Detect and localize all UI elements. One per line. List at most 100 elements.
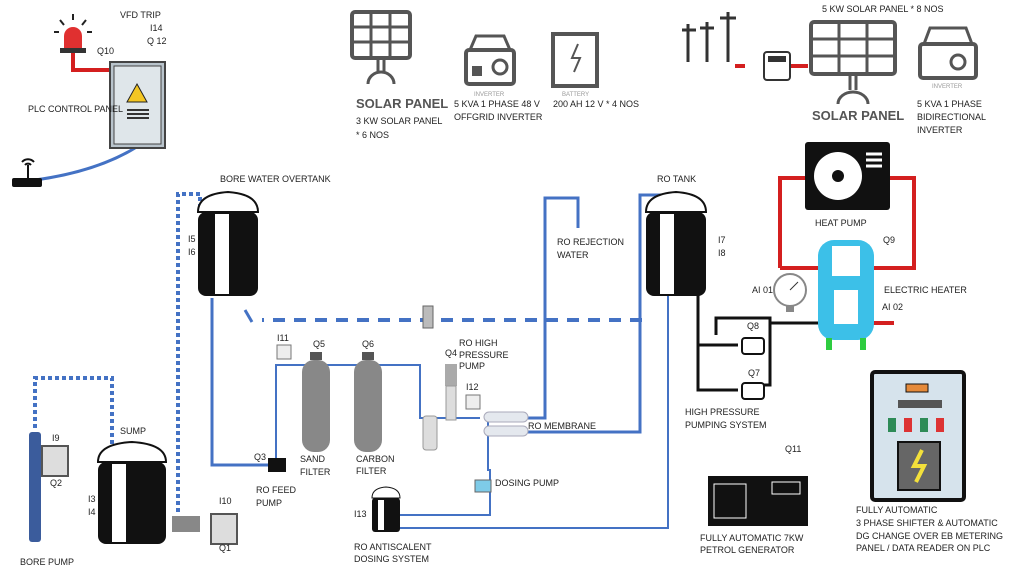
starter-panel-icon xyxy=(41,445,238,545)
q8-label: Q8 xyxy=(747,321,759,331)
sand-filter-label-2: FILTER xyxy=(300,467,331,477)
generator-icon xyxy=(708,476,808,526)
battery-icon xyxy=(551,32,599,88)
pressure-switch-icon xyxy=(276,344,481,410)
sand-filter-icon xyxy=(302,352,330,452)
i7-label: I7 xyxy=(718,235,726,245)
offgrid-solar-label: 3 KW SOLAR PANEL xyxy=(356,116,442,126)
generator-label-1: FULLY AUTOMATIC 7KW xyxy=(700,533,804,543)
offgrid-solar-count: * 6 NOS xyxy=(356,130,389,140)
pump-icon xyxy=(172,337,765,532)
q9-label: Q9 xyxy=(883,235,895,245)
ongrid-inverter-line2: BIDIRECTIONAL xyxy=(917,112,986,122)
q7-label: Q7 xyxy=(748,368,760,378)
changeover-label-2: 3 PHASE SHIFTER & AUTOMATIC xyxy=(856,518,998,528)
q3-label: Q3 xyxy=(254,452,266,462)
labels: VFD TRIP I14 Q 12 Q10 PLC CONTROL PANEL … xyxy=(20,4,1003,567)
ro-membrane-icon xyxy=(483,411,529,437)
sump-tank-icon xyxy=(96,440,168,544)
battery-label: 200 AH 12 V * 4 NOS xyxy=(553,99,639,109)
ro-high-pressure-pump-icon xyxy=(445,364,457,421)
hp-system-label-1: HIGH PRESSURE xyxy=(685,407,760,417)
solenoid-valve-icon xyxy=(422,305,434,329)
ro-tank-icon xyxy=(644,190,708,296)
i4-label: I4 xyxy=(88,507,96,517)
i13-label: I13 xyxy=(354,509,367,519)
antiscalent-tank-icon xyxy=(371,486,401,532)
sump-label: SUMP xyxy=(120,426,146,436)
ro-tank-label: RO TANK xyxy=(657,174,696,184)
q12-label: Q 12 xyxy=(147,36,167,46)
i9-label: I9 xyxy=(52,433,60,443)
q1-label: Q1 xyxy=(219,543,231,553)
i8-label: I8 xyxy=(718,248,726,258)
carbon-filter-label-1: CARBON xyxy=(356,454,395,464)
offgrid-inverter-type: OFFGRID INVERTER xyxy=(454,112,543,122)
carbon-filter-label-2: FILTER xyxy=(356,466,387,476)
bore-tank-label: BORE WATER OVERTANK xyxy=(220,174,331,184)
generator-label-2: PETROL GENERATOR xyxy=(700,545,795,555)
ongrid-inverter-line3: INVERTER xyxy=(917,125,963,135)
q10-label: Q10 xyxy=(97,46,114,56)
changeover-panel-icon xyxy=(870,370,966,502)
electric-heater-tank-icon xyxy=(818,240,874,350)
pipes xyxy=(17,42,916,529)
hp-pump-label-2: PRESSURE xyxy=(459,350,509,360)
ongrid-inverter-logo: INVERTER xyxy=(932,84,963,90)
hp-pump-label-3: PUMP xyxy=(459,361,485,371)
q11-label: Q11 xyxy=(785,444,801,454)
i14-label: I14 xyxy=(150,23,163,33)
q4-label: Q4 xyxy=(445,348,457,358)
antiscalent-label-2: DOSING SYSTEM xyxy=(354,554,429,564)
rejection-label-1: RO REJECTION xyxy=(557,237,624,247)
ai02-label: AI 02 xyxy=(882,302,903,312)
heat-pump-icon xyxy=(805,142,890,210)
sand-filter-label-1: SAND xyxy=(300,454,326,464)
solar-panel-icon-offgrid xyxy=(350,10,412,85)
antiscalent-label-1: RO ANTISCALENT xyxy=(354,542,432,552)
plc-panel-label: PLC CONTROL PANEL xyxy=(28,104,123,114)
i5-label: I5 xyxy=(188,234,196,244)
feed-pump-label-2: PUMP xyxy=(256,498,282,508)
dosing-pump-icon xyxy=(474,479,492,493)
solar-logo-offgrid: SOLAR PANEL xyxy=(356,96,448,111)
i3-label: I3 xyxy=(88,494,96,504)
ai01-label: AI 01 xyxy=(752,285,773,295)
ongrid-inverter-line1: 5 KVA 1 PHASE xyxy=(917,99,982,109)
utility-pole-icon xyxy=(682,12,736,62)
bore-water-tank-icon xyxy=(196,190,260,296)
i12-label: I12 xyxy=(466,382,479,392)
changeover-label-3: DG CHANGE OVER EB METERING xyxy=(856,531,1003,541)
hp-system-label-2: PUMPING SYSTEM xyxy=(685,420,767,430)
solar-panel-icon-ongrid xyxy=(809,20,897,105)
plc-control-panel-icon xyxy=(109,61,166,149)
cartridge-filter-icon xyxy=(422,415,438,451)
inverter-logo: INVERTER xyxy=(474,92,505,98)
offgrid-inverter-label: 5 KVA 1 PHASE 48 V xyxy=(454,99,540,109)
energy-meter-icon xyxy=(763,51,791,81)
pressure-gauge-icon xyxy=(773,273,807,312)
heat-pump-label: HEAT PUMP xyxy=(815,218,867,228)
bore-pump-label: BORE PUMP xyxy=(20,557,74,567)
inverter-icon-offgrid xyxy=(464,34,516,86)
bore-pump-icon xyxy=(29,432,41,542)
battery-logo: BATTERY xyxy=(562,92,589,98)
i10-label: I10 xyxy=(219,496,232,506)
carbon-filter-icon xyxy=(354,352,382,452)
i11-label: I11 xyxy=(277,333,289,343)
i6-label: I6 xyxy=(188,247,196,257)
alarm-beacon-icon xyxy=(54,14,92,53)
q5-label: Q5 xyxy=(313,339,325,349)
q6-label: Q6 xyxy=(362,339,374,349)
changeover-label-4: PANEL / DATA READER ON PLC xyxy=(856,543,991,553)
feed-pump-label-1: RO FEED xyxy=(256,485,297,495)
inverter-icon-ongrid xyxy=(918,26,978,80)
electric-heater-label: ELECTRIC HEATER xyxy=(884,285,967,295)
solar-logo-ongrid: SOLAR PANEL xyxy=(812,108,904,123)
vfd-trip-label: VFD TRIP xyxy=(120,10,161,20)
changeover-label-1: FULLY AUTOMATIC xyxy=(856,505,938,515)
ongrid-solar-title: 5 KW SOLAR PANEL * 8 NOS xyxy=(822,4,944,14)
wifi-router-icon xyxy=(12,158,42,187)
rejection-label-2: WATER xyxy=(557,250,589,260)
